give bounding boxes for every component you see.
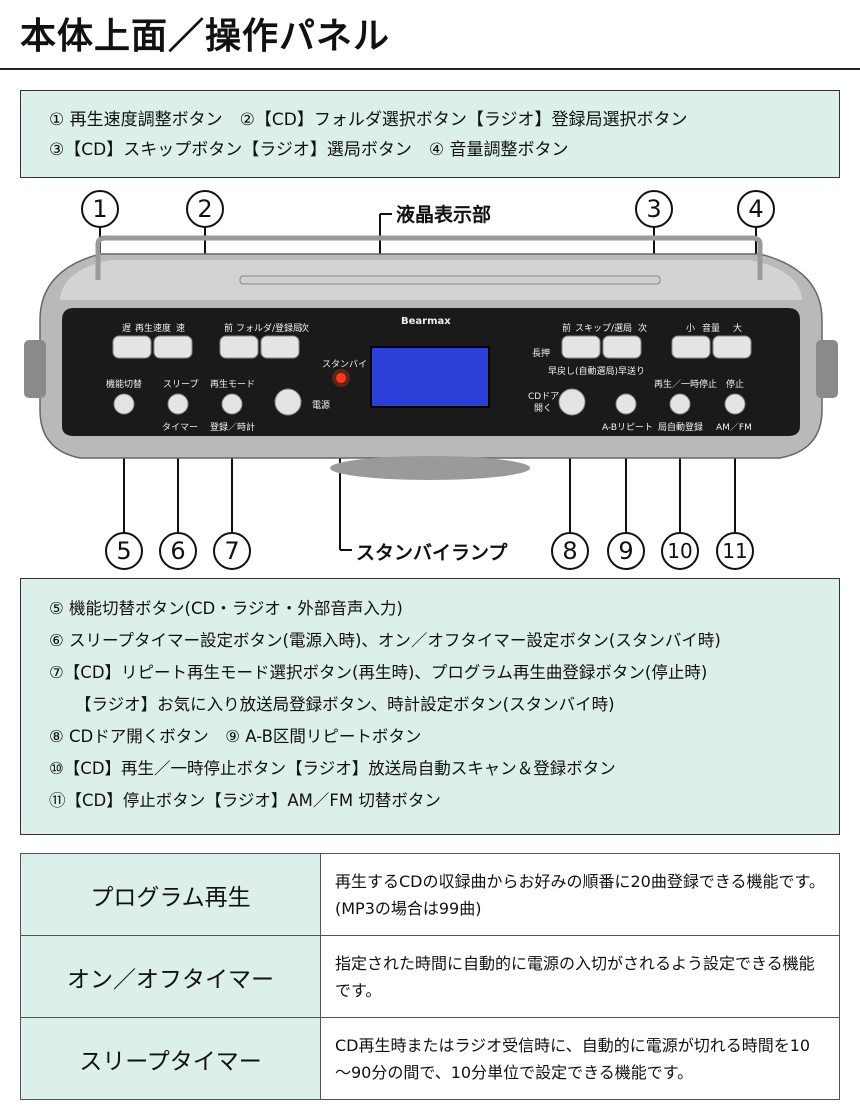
label-folder-next: 次 [300,324,310,334]
label-auto-register: 局自動登録 [658,423,704,433]
label-standby: スタンバイ [322,360,368,370]
label-volume-large: 大 [733,324,743,334]
legend-bottom-line-8-9: ⑧ CDドア開くボタン ⑨ A-B区間リピートボタン [49,727,422,746]
callout-7: 7 [213,532,251,570]
legend-bottom: ⑤ 機能切替ボタン(CD・ラジオ・外部音声入力) ⑥ スリープタイマー設定ボタン… [20,578,840,835]
legend-bottom-line-7: ⑦【CD】リピート再生モード選択ボタン(再生時)、プログラム再生曲登録ボタン(停… [49,663,708,682]
callout-6: 6 [159,532,197,570]
feature-table: プログラム再生 再生するCDの収録曲からお好みの順番に20曲登録できる機能です。… [20,853,840,1100]
table-row: プログラム再生 再生するCDの収録曲からお好みの順番に20曲登録できる機能です。… [20,853,840,936]
label-folder-prev: 前 [224,324,234,334]
label-volume-small: 小 [686,324,696,334]
label-sleep: スリープ [163,380,199,390]
callout-9: 9 [607,532,645,570]
legend-bottom-line-6: ⑥ スリープタイマー設定ボタン(電源入時)、オン／オフタイマー設定ボタン(スタン… [49,631,721,650]
label-skip: スキップ/選局 [575,324,633,334]
label-ab-repeat: A-Bリピート [602,423,654,433]
legend-bottom-line-5: ⑤ 機能切替ボタン(CD・ラジオ・外部音声入力) [49,599,403,618]
standby-lamp-label: スタンバイランプ [356,542,508,564]
label-skip-prev: 前 [562,324,572,334]
label-play-mode: 再生モード [210,380,256,390]
callout-8: 8 [551,532,589,570]
label-skip-next: 次 [638,324,648,334]
callout-5: 5 [105,532,143,570]
table-row: オン／オフタイマー 指定された時間に自動的に電源の入切がされるよう設定できる機能… [20,935,840,1018]
feature-name: スリープタイマー [20,1017,321,1100]
callout-3: 3 [635,190,673,228]
label-amfm: AM／FM [716,423,752,433]
label-speed: 再生速度 [135,324,172,334]
page-title: 本体上面／操作パネル [20,16,391,57]
label-function: 機能切替 [106,380,143,390]
label-power: 電源 [312,401,331,411]
table-row: スリープタイマー CD再生時またはラジオ受信時に、自動的に電源が切れる時間を10… [20,1017,840,1100]
label-door-1: CDドア [528,392,560,402]
legend-bottom-line-10: ⑩【CD】再生／一時停止ボタン【ラジオ】放送局自動スキャン＆登録ボタン [49,759,616,778]
label-volume: 音量 [702,324,721,334]
label-door-2: 開く [534,404,553,414]
label-play-pause: 再生／一時停止 [654,380,718,390]
label-timer: タイマー [162,423,199,433]
device-drawing [24,213,838,551]
callout-4: 4 [737,190,775,228]
label-folder: フォルダ/登録局 [236,324,303,334]
brand-logo: Bearmax [401,316,451,327]
legend-top: ① 再生速度調整ボタン ②【CD】フォルダ選択ボタン【ラジオ】登録局選択ボタン … [20,90,840,178]
legend-bottom-line-7-cont: 【ラジオ】お気に入り放送局登録ボタン、時計設定ボタン(スタンバイ時) [75,695,615,714]
legend-top-line-2: ③【CD】スキップボタン【ラジオ】選局ボタン ④ 音量調整ボタン [49,140,569,160]
device-illustration: 1 2 3 4 5 6 7 8 9 10 11 液晶表示部 スタンバイランプ B… [0,180,860,576]
legend-top-line-1: ① 再生速度調整ボタン ②【CD】フォルダ選択ボタン【ラジオ】登録局選択ボタン [49,110,688,130]
feature-name: プログラム再生 [20,853,321,936]
label-register-clock: 登録／時計 [210,423,256,433]
callout-2: 2 [186,190,224,228]
lcd-display-label: 液晶表示部 [396,204,492,226]
callout-10: 10 [661,532,699,570]
callout-1: 1 [81,190,119,228]
feature-desc: 指定された時間に自動的に電源の入切がされるよう設定できる機能です。 [320,935,840,1018]
feature-desc: CD再生時またはラジオ受信時に、自動的に電源が切れる時間を10～90分の間で、1… [320,1017,840,1100]
label-speed-slow: 遅 [122,324,132,334]
label-long-press: 長押 [532,349,551,359]
label-speed-fast: 速 [176,324,186,334]
legend-bottom-line-11: ⑪【CD】停止ボタン【ラジオ】AM／FM 切替ボタン [49,791,441,810]
feature-desc: 再生するCDの収録曲からお好みの順番に20曲登録できる機能です。(MP3の場合は… [320,853,840,936]
label-seek: 早戻し(自動選局)早送り [548,367,646,377]
title-divider [0,68,860,70]
callout-11: 11 [716,532,754,570]
feature-name: オン／オフタイマー [20,935,321,1018]
label-stop: 停止 [726,380,745,390]
